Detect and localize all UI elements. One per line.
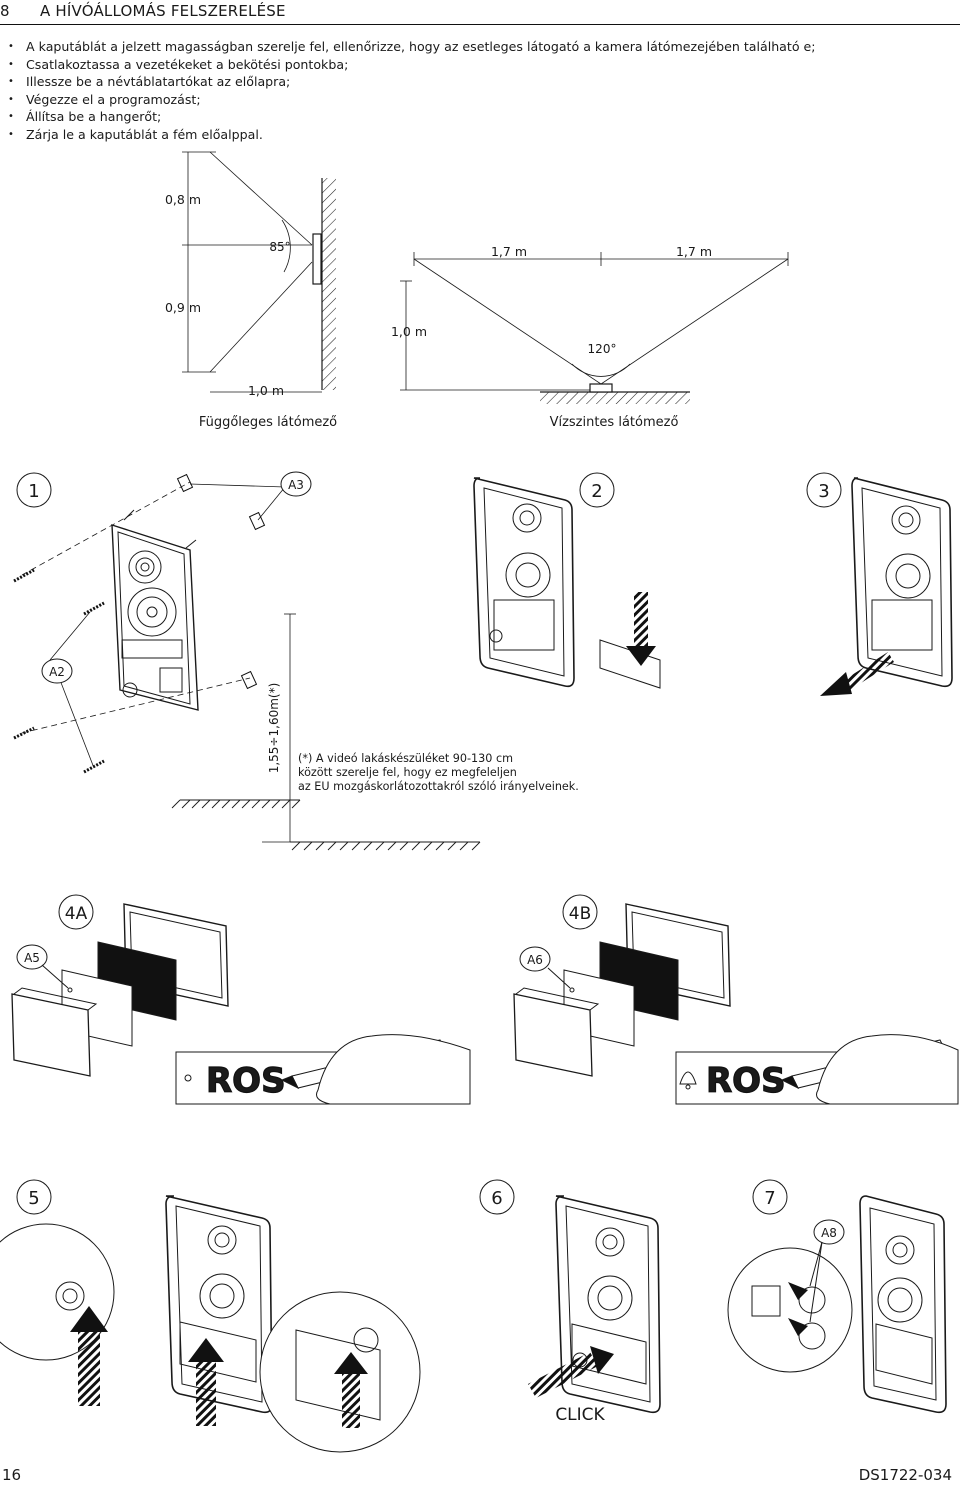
callout-a2: A2: [41, 658, 73, 684]
floor-ticks: [291, 841, 481, 851]
instruction-list: A kaputáblát a jelzett magasságban szere…: [8, 38, 816, 144]
horizontal-left-distance: 1,7 m: [491, 244, 527, 259]
press-arrow-step7: [788, 1282, 808, 1336]
horizontal-depth-distance: 1,0 m: [391, 324, 427, 339]
callout-a6: A6: [519, 946, 551, 972]
screw-icon: [13, 473, 266, 774]
svg-text:A8: A8: [821, 1226, 837, 1240]
step6-illustration: [555, 1195, 661, 1414]
section-title: A HÍVÓÁLLOMÁS FELSZERELÉSE: [40, 2, 286, 20]
step3-panel-illustration: [851, 477, 953, 688]
instruction-item: Végezze el a programozást;: [8, 91, 816, 109]
mounting-note-line3: az EU mozgáskorlátozottakról szóló irány…: [298, 780, 579, 793]
svg-text:5: 5: [28, 1188, 39, 1209]
vertical-caption: Függőleges látómező: [199, 415, 337, 430]
horizontal-field-diagram: [400, 252, 789, 404]
svg-text:A2: A2: [49, 665, 65, 679]
step-badge-7: 7: [752, 1179, 788, 1215]
page-footer-number: 16: [2, 1466, 22, 1484]
instruction-item: A kaputáblát a jelzett magasságban szere…: [8, 38, 816, 56]
horizontal-angle: 120°: [588, 342, 617, 356]
pen-in-hand-b: [780, 1034, 959, 1105]
svg-text:3: 3: [818, 481, 829, 502]
svg-text:A6: A6: [527, 953, 543, 967]
callout-a8: A8: [813, 1219, 845, 1245]
section-number: 8: [0, 2, 10, 20]
step-badge-6: 6: [479, 1179, 515, 1215]
instruction-item: Állítsa be a hangerőt;: [8, 108, 816, 126]
step-badge-5: 5: [16, 1179, 52, 1215]
horizontal-right-distance: 1,7 m: [676, 244, 712, 259]
svg-text:A5: A5: [24, 951, 40, 965]
mounting-note-line1: (*) A videó lakáskészüléket 90-130 cm: [298, 752, 513, 765]
callout-a5: A5: [16, 944, 48, 970]
svg-text:6: 6: [491, 1188, 502, 1209]
pen-in-hand-a: [280, 1034, 471, 1105]
document-code: DS1722-034: [858, 1466, 952, 1484]
header-rule: [0, 24, 960, 25]
floor-hatch: [171, 799, 480, 843]
svg-text:7: 7: [764, 1188, 775, 1209]
step7-illustration: [727, 1195, 947, 1414]
mounting-height-label: 1,55÷1,60m(*): [267, 683, 281, 774]
step-badge-4b: 4B: [562, 894, 598, 930]
slide-arrow-step6: [528, 1346, 614, 1398]
step-badge-3: 3: [806, 472, 842, 508]
step1-mounting-illustration: [111, 509, 199, 711]
instruction-item: Illessze be a névtáblatartókat az előlap…: [8, 73, 816, 91]
vertical-angle: 85°: [269, 240, 290, 254]
horizontal-caption: Vízszintes látómező: [550, 415, 679, 430]
step-badge-1: 1: [16, 472, 52, 508]
instruction-item: Zárja le a kaputáblát a fém előalppal.: [8, 126, 816, 144]
svg-text:1: 1: [28, 481, 39, 502]
bell-icon: [679, 1071, 697, 1090]
vertical-mid-distance: 0,9 m: [165, 300, 201, 315]
svg-text:4B: 4B: [569, 904, 591, 924]
page-header: 8 A HÍVÓÁLLOMÁS FELSZERELÉSE: [0, 0, 960, 28]
vertical-top-distance: 0,8 m: [165, 192, 201, 207]
insert-arrow-step5: [70, 1306, 368, 1428]
nameplate-text-a: ROS: [206, 1061, 286, 1101]
callout-a3: A3: [280, 471, 312, 497]
svg-text:A3: A3: [288, 478, 304, 492]
push-arrow-step2: [626, 592, 656, 666]
step-badge-4a: 4A: [58, 894, 94, 930]
step2-panel-illustration: [473, 477, 661, 689]
svg-text:2: 2: [591, 481, 602, 502]
click-label: CLICK: [555, 1405, 605, 1425]
step-badge-2: 2: [579, 472, 615, 508]
mounting-note-line2: között szerelje fel, hogy ez megfeleljen: [298, 766, 517, 779]
vertical-field-diagram: [182, 151, 336, 393]
vertical-depth-distance: 1,0 m: [248, 383, 284, 398]
pull-arrow-step3: [820, 652, 894, 696]
svg-text:4A: 4A: [65, 904, 88, 924]
instruction-item: Csatlakoztassa a vezetékeket a bekötési …: [8, 56, 816, 74]
nameplate-text-b: ROS: [706, 1061, 786, 1101]
